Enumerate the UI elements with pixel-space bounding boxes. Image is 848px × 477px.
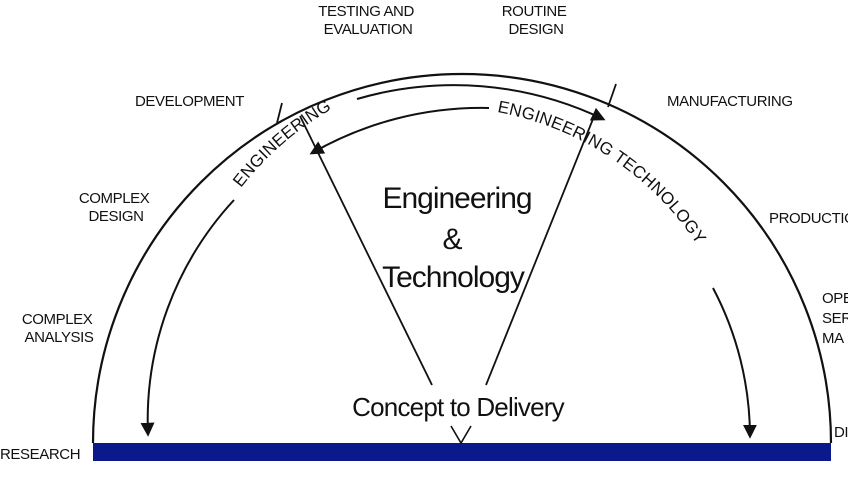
engineering-arrow-right <box>356 84 606 121</box>
engineering-arrow-down <box>140 199 235 437</box>
center-title-line3: Technology <box>382 261 525 294</box>
baseline-bar <box>93 443 831 461</box>
funnel-line-right <box>485 118 594 386</box>
label-complex-analysis: COMPLEX ANALYSIS <box>22 311 96 346</box>
arc-divider-left <box>276 102 283 124</box>
center-title-line1: Engineering <box>382 182 531 215</box>
label-delivery: DI <box>834 424 848 441</box>
label-research: RESEARCH <box>0 446 80 463</box>
concept-to-delivery-label: Concept to Delivery <box>352 392 564 422</box>
technology-arrow-down <box>712 287 757 439</box>
center-title-ampersand: & <box>442 223 462 256</box>
label-testing-evaluation: TESTING AND EVALUATION <box>318 3 417 38</box>
label-routine-design: ROUTINE DESIGN <box>502 3 570 38</box>
concept-point <box>450 425 472 445</box>
engineering-technology-arc-label: ENGINEERING TECHNOLOGY <box>496 97 710 247</box>
label-manufacturing: MANUFACTURING <box>667 93 793 110</box>
label-operation: OPE SER MA <box>822 290 848 347</box>
funnel-line-left <box>299 115 433 386</box>
outer-arc <box>91 72 833 444</box>
label-development: DEVELOPMENT <box>135 93 244 110</box>
arc-divider-right <box>607 83 617 108</box>
label-production: PRODUCTIO <box>769 210 848 227</box>
technology-arrow-left <box>309 106 490 155</box>
label-complex-design: COMPLEX DESIGN <box>79 190 153 225</box>
